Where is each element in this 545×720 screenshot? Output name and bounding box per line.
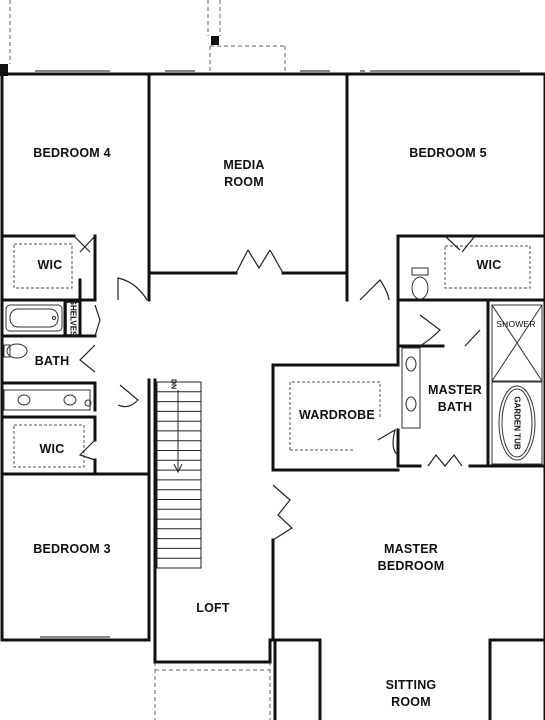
windows xyxy=(35,70,520,638)
room-label-sitting-room: SITTING ROOM xyxy=(386,677,437,711)
master-bath-line-1: MASTER xyxy=(428,383,482,397)
doors xyxy=(73,235,481,541)
sitting-room-line-2: ROOM xyxy=(391,695,431,709)
room-label-bath: BATH xyxy=(34,354,70,368)
room-label-master-bath: MASTER BATH xyxy=(428,382,482,416)
room-label-wardrobe: WARDROBE xyxy=(299,408,375,422)
master-bedroom-line-1: MASTER xyxy=(384,542,438,556)
room-label-loft: LOFT xyxy=(196,601,230,615)
wall-corners xyxy=(0,36,219,76)
sitting-room-line-1: SITTING xyxy=(385,678,437,692)
stair-arrow xyxy=(173,390,183,474)
room-label-media-room: MEDIA ROOM xyxy=(223,157,264,191)
exterior-dashed-lines xyxy=(9,0,286,720)
media-room-line-1: MEDIA xyxy=(223,158,265,172)
room-label-garden-tub: GARDEN TUB xyxy=(512,396,522,450)
room-label-bedroom-5: BEDROOM 5 xyxy=(409,146,487,160)
room-label-shelves: SHELVES xyxy=(68,299,78,337)
room-label-bedroom-4: BEDROOM 4 xyxy=(33,146,111,160)
master-bath-line-2: BATH xyxy=(437,400,473,414)
shelves-box xyxy=(65,301,81,336)
staircase xyxy=(156,381,202,569)
room-label-shower: SHOWER xyxy=(496,319,536,329)
master-bedroom-line-2: BEDROOM xyxy=(377,559,445,573)
media-room-line-2: ROOM xyxy=(224,175,264,189)
room-label-bedroom-3: BEDROOM 3 xyxy=(33,542,111,556)
stair-direction-label: DN xyxy=(169,378,177,390)
fixtures xyxy=(3,267,543,465)
room-label-wic-left-bottom: WIC xyxy=(39,442,65,456)
room-label-wic-right: WIC xyxy=(476,258,502,272)
room-label-master-bedroom: MASTER BEDROOM xyxy=(378,541,445,575)
room-label-wic-left-top: WIC xyxy=(37,258,63,272)
closet-dashed-outlines xyxy=(13,243,531,468)
